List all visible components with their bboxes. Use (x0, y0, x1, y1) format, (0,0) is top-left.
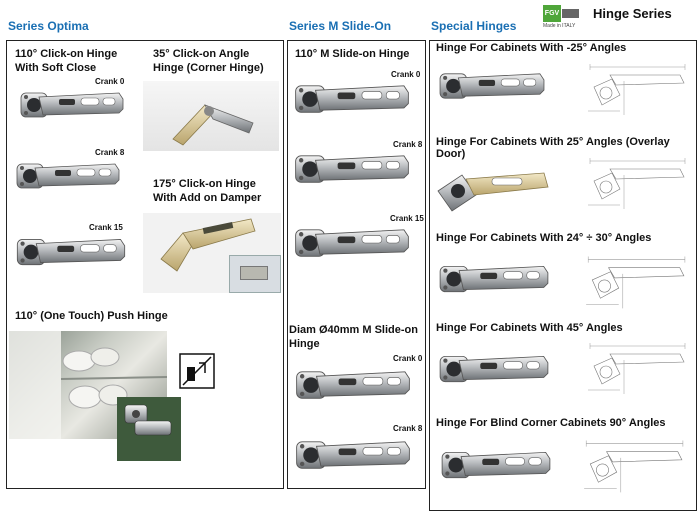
series-optima-panel: 110° Click-on Hinge With Soft Close Cran… (6, 40, 284, 489)
special-item-1-image (439, 73, 545, 99)
diam-crank-8-label: Crank 8 (393, 424, 423, 433)
m-crank-0-label: Crank 0 (391, 70, 421, 79)
logo-mark: FGV (543, 5, 561, 22)
special-item-4-drawing (580, 339, 690, 401)
diam-crank-0-label: Crank 0 (393, 354, 423, 363)
hinge-crank-8-image (16, 163, 120, 189)
special-item-4-title: Hinge For Cabinets With 45° Angles (436, 322, 623, 334)
made-in-label: Made in ITALY (543, 23, 576, 29)
optima-crank-0-label: Crank 0 (95, 77, 125, 86)
series-optima-heading: Series Optima (8, 19, 89, 33)
m-hinge-crank-8-image (295, 155, 409, 183)
push-to-open-icon (179, 353, 215, 389)
special-item-2-drawing (580, 154, 690, 216)
damper-inset (229, 255, 281, 293)
special-hinges-panel: Hinge For Cabinets With -25° Angles Hing… (429, 40, 697, 511)
page-title: Hinge Series (593, 6, 672, 21)
push-hinge-cabinet-photo (9, 331, 168, 439)
optima-crank-15-label: Crank 15 (89, 223, 123, 232)
m-crank-15-label: Crank 15 (390, 214, 424, 223)
m-slide-on-title: 110° M Slide-on Hinge (295, 48, 410, 60)
m-hinge-crank-0-image (295, 85, 409, 113)
special-item-2-image (432, 155, 552, 215)
special-item-5-image (441, 451, 551, 479)
special-item-3-title: Hinge For Cabinets With 24° ÷ 30° Angles (436, 232, 652, 244)
special-item-5-title: Hinge For Blind Corner Cabinets 90° Angl… (436, 417, 666, 429)
m-crank-8-label: Crank 8 (393, 140, 423, 149)
optima-crank-8-label: Crank 8 (95, 148, 125, 157)
m-hinge-crank-15-image (295, 229, 409, 257)
push-hinge-title: 110° (One Touch) Push Hinge (15, 310, 168, 322)
series-m-panel: 110° M Slide-on Hinge Crank 0 Crank 8 Cr… (287, 40, 426, 489)
angle-hinge-photo (143, 81, 279, 151)
push-hinge-detail-photo (117, 397, 181, 461)
special-item-3-image (439, 265, 549, 293)
special-item-1-title: Hinge For Cabinets With -25° Angles (436, 42, 627, 54)
diam-hinge-title: Diam Ø40mm M Slide-on Hinge (289, 324, 418, 350)
special-hinges-heading: Special Hinges (431, 19, 517, 33)
brand-logo: FGV (543, 5, 579, 22)
soft-close-hinge-title: 110° Click-on Hinge With Soft Close (15, 48, 118, 74)
diam-hinge-crank-8-image (296, 441, 410, 469)
hinge-crank-0-image (20, 92, 124, 118)
logo-bar (562, 9, 579, 18)
special-item-1-drawing (580, 61, 690, 121)
angle-hinge-title: 35° Click-on Angle Hinge (Corner Hinge) (153, 48, 264, 74)
damper-hinge-title: 175° Click-on Hinge With Add on Damper (153, 178, 262, 204)
special-item-2-title: Hinge For Cabinets With 25° Angles (Over… (436, 136, 670, 160)
damper-hinge-photo (143, 213, 281, 293)
series-m-heading: Series M Slide-On (289, 19, 392, 33)
special-item-4-image (439, 355, 549, 383)
hinge-crank-15-image (16, 238, 126, 266)
special-item-5-drawing (576, 437, 688, 499)
diam-hinge-crank-0-image (296, 371, 410, 399)
special-item-3-drawing (578, 253, 690, 315)
